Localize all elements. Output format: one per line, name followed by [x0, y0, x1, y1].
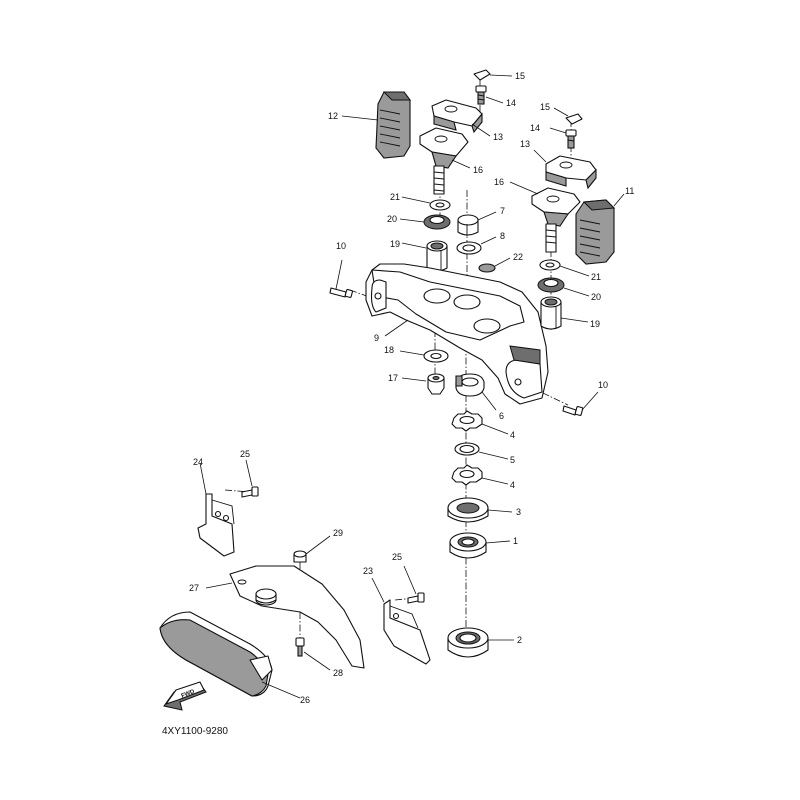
callout-3: 3 — [516, 507, 521, 517]
callout-24: 24 — [193, 457, 203, 467]
part-3-bearing-cover: 3 — [447, 497, 521, 523]
part-15-right-cap: 15 — [540, 102, 583, 125]
callout-4-upper: 4 — [510, 430, 515, 440]
part-23-right-bracket: 23 — [363, 566, 431, 665]
callout-16-left: 16 — [473, 165, 483, 175]
callout-19-right: 19 — [590, 319, 600, 329]
callout-13-right: 13 — [520, 139, 530, 149]
part-14-right-bolt: 14 — [530, 123, 577, 149]
part-25-left-bolt: 25 — [240, 449, 259, 498]
fwd-arrow-icon: FWD — [163, 681, 207, 711]
callout-25-right: 25 — [392, 552, 402, 562]
diagram-code: 4XY1100-9280 — [162, 726, 228, 737]
part-9-upper-bracket: 9 — [365, 263, 549, 405]
callout-22: 22 — [513, 252, 523, 262]
callout-1: 1 — [513, 536, 518, 546]
part-16-right-lower-holder: 16 — [494, 177, 581, 253]
part-11-handle-cover-right: 11 — [575, 186, 634, 265]
callout-13-left: 13 — [493, 132, 503, 142]
callout-29: 29 — [333, 528, 343, 538]
callout-25-left: 25 — [240, 449, 250, 459]
callout-20-right: 20 — [591, 292, 601, 302]
part-28-bolt: 28 — [295, 637, 343, 678]
callout-4-lower: 4 — [510, 480, 515, 490]
callout-19-left: 19 — [390, 239, 400, 249]
callout-8: 8 — [500, 231, 505, 241]
part-8-washer: 8 — [456, 231, 505, 255]
part-18-washer: 18 — [384, 345, 449, 363]
part-22-cap: 22 — [478, 252, 523, 273]
callout-15-left: 15 — [515, 71, 525, 81]
callout-10-right: 10 — [598, 380, 608, 390]
callout-6: 6 — [499, 411, 504, 421]
part-13-left-upper-holder: 13 — [431, 99, 503, 142]
callout-20-left: 20 — [387, 214, 397, 224]
part-13-right-upper-holder: 13 — [520, 139, 597, 190]
callout-27: 27 — [189, 583, 199, 593]
callout-26: 26 — [300, 695, 310, 705]
part-29-grommet: 29 — [293, 528, 343, 563]
part-15-left-cap: 15 — [473, 69, 525, 81]
part-12-handle-cover-left: 12 — [328, 91, 411, 159]
part-20-left-bushing: 20 — [387, 214, 451, 230]
part-2-bearing: 2 — [447, 627, 522, 658]
part-26-protector: 26 — [159, 611, 310, 705]
part-19-right-damper: 19 — [540, 296, 600, 330]
part-4-upper-ring-nut: 4 — [451, 410, 515, 440]
callout-18: 18 — [384, 345, 394, 355]
part-1-bearing: 1 — [449, 532, 518, 559]
callout-7: 7 — [500, 206, 505, 216]
part-20-right-bushing: 20 — [537, 277, 601, 302]
part-5-washer: 5 — [454, 442, 515, 465]
part-17-nut: 17 — [388, 373, 445, 395]
callout-2: 2 — [517, 635, 522, 645]
callout-9: 9 — [374, 333, 379, 343]
part-16-left-lower-holder: 16 — [419, 127, 483, 195]
callout-16-right: 16 — [494, 177, 504, 187]
part-21-left-washer: 21 — [390, 192, 451, 211]
part-7-cap-nut: 7 — [457, 206, 505, 236]
callout-11: 11 — [625, 186, 634, 196]
callout-12: 12 — [328, 111, 338, 121]
part-4-lower-ring-nut: 4 — [451, 464, 515, 490]
callout-14-right: 14 — [530, 123, 540, 133]
part-6-lock-washer: 6 — [455, 373, 504, 421]
part-24-left-bracket: 24 — [193, 457, 235, 557]
callout-21-left: 21 — [390, 192, 400, 202]
part-10-right-bolt: 10 — [562, 380, 608, 416]
callout-5: 5 — [510, 455, 515, 465]
callout-10-left: 10 — [336, 241, 346, 251]
part-27-cover-plate: 27 — [189, 565, 365, 669]
callout-23: 23 — [363, 566, 373, 576]
fwd-label: FWD — [181, 689, 197, 700]
callout-14-left: 14 — [506, 98, 516, 108]
callout-21-right: 21 — [591, 272, 601, 282]
part-21-right-washer: 21 — [539, 259, 601, 282]
part-25-right-bolt: 25 — [392, 552, 425, 604]
part-14-left-bolt: 14 — [475, 85, 516, 108]
part-10-left-bolt: 10 — [329, 241, 353, 298]
callout-17: 17 — [388, 373, 398, 383]
callout-28: 28 — [333, 668, 343, 678]
callout-15-right: 15 — [540, 102, 550, 112]
